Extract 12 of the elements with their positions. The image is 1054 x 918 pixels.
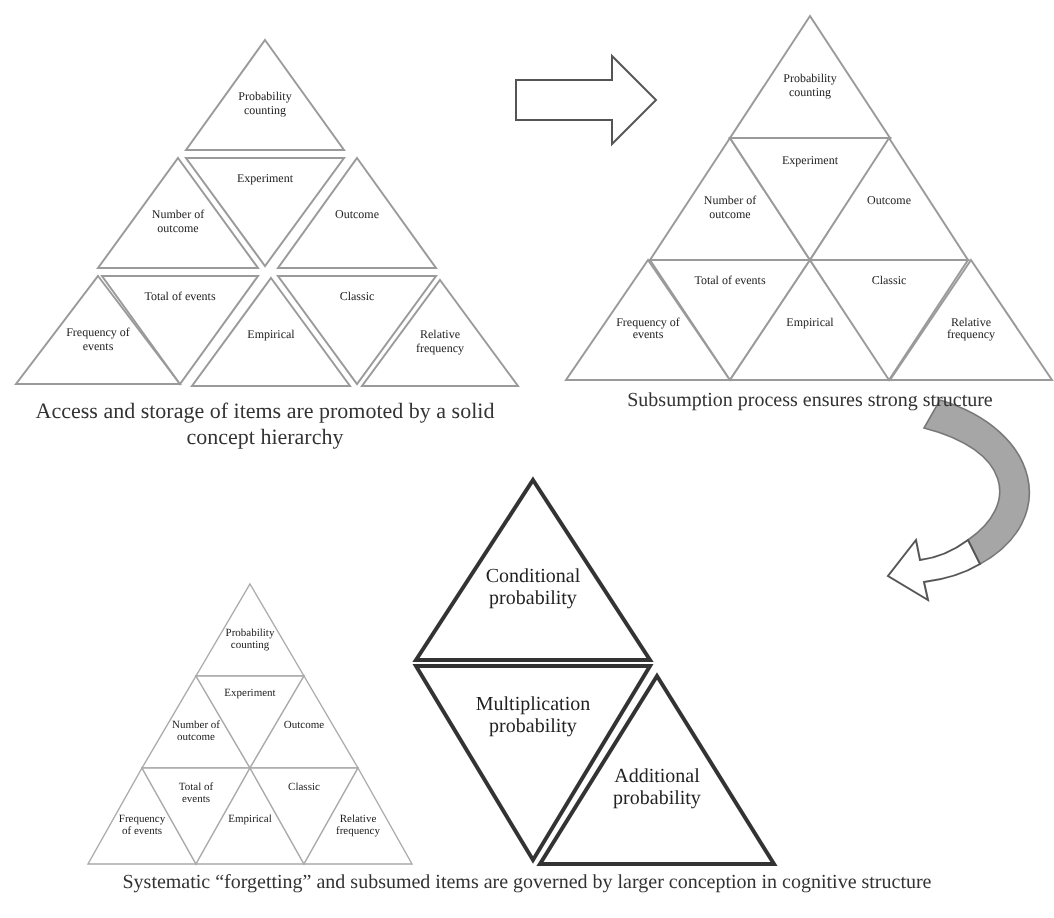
triangle-tile: [730, 16, 890, 138]
caption: Subsumption process ensures strong structure: [625, 390, 995, 414]
triangle-tile: [186, 40, 344, 150]
caption: Access and storage of items are promoted by a solid concept hierarchy: [33, 400, 497, 453]
triangle-tile: [566, 260, 730, 380]
tile-label: Additional probability: [611, 766, 703, 811]
triangle-tile: [196, 584, 304, 676]
triangle-tile: [416, 480, 650, 660]
triangle-tile: [16, 276, 180, 384]
tile-label: Conditional probability: [483, 566, 583, 611]
tile-label: Multiplication probability: [474, 693, 592, 738]
caption: Systematic “forgetting” and subsumed items are governed by larger conception in cognitive structure: [120, 872, 934, 896]
